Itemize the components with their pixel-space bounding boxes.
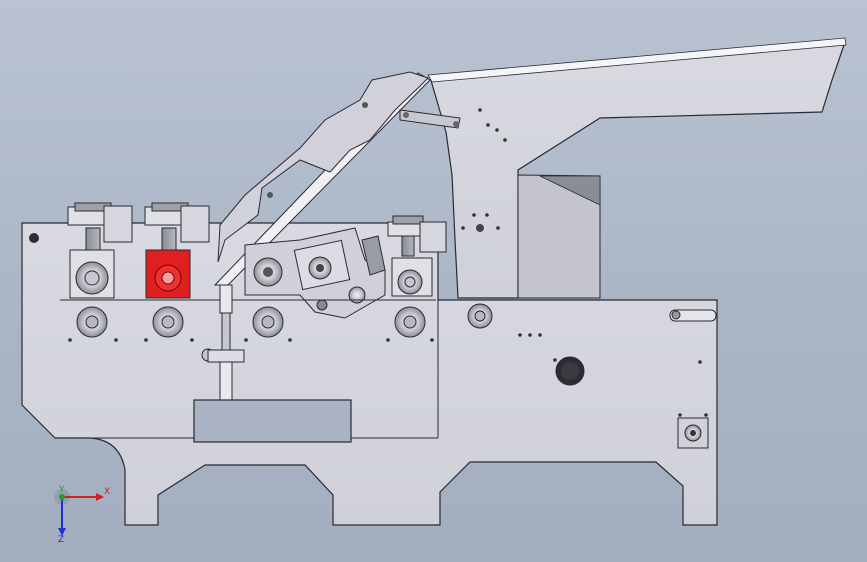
lower-roller-row <box>60 299 493 338</box>
upper-tower <box>429 41 846 299</box>
bolt-holes <box>68 108 708 417</box>
vertical-screw <box>201 284 245 411</box>
triad-z-label: Z <box>58 535 65 545</box>
frame-cutout <box>193 399 352 443</box>
triad-y-label: Y <box>59 485 65 495</box>
coordinate-triad <box>54 489 104 536</box>
side-slot <box>669 309 717 322</box>
link-bar <box>399 109 461 129</box>
roller-station-3[interactable] <box>387 215 447 297</box>
roller-station-2-highlighted[interactable] <box>144 202 210 299</box>
feed-chute-rail <box>427 37 847 83</box>
main-frame-plate <box>21 222 718 526</box>
upper-bracket <box>217 71 429 263</box>
roller-station-1[interactable] <box>67 202 133 299</box>
triad-x-label: X <box>104 487 111 497</box>
